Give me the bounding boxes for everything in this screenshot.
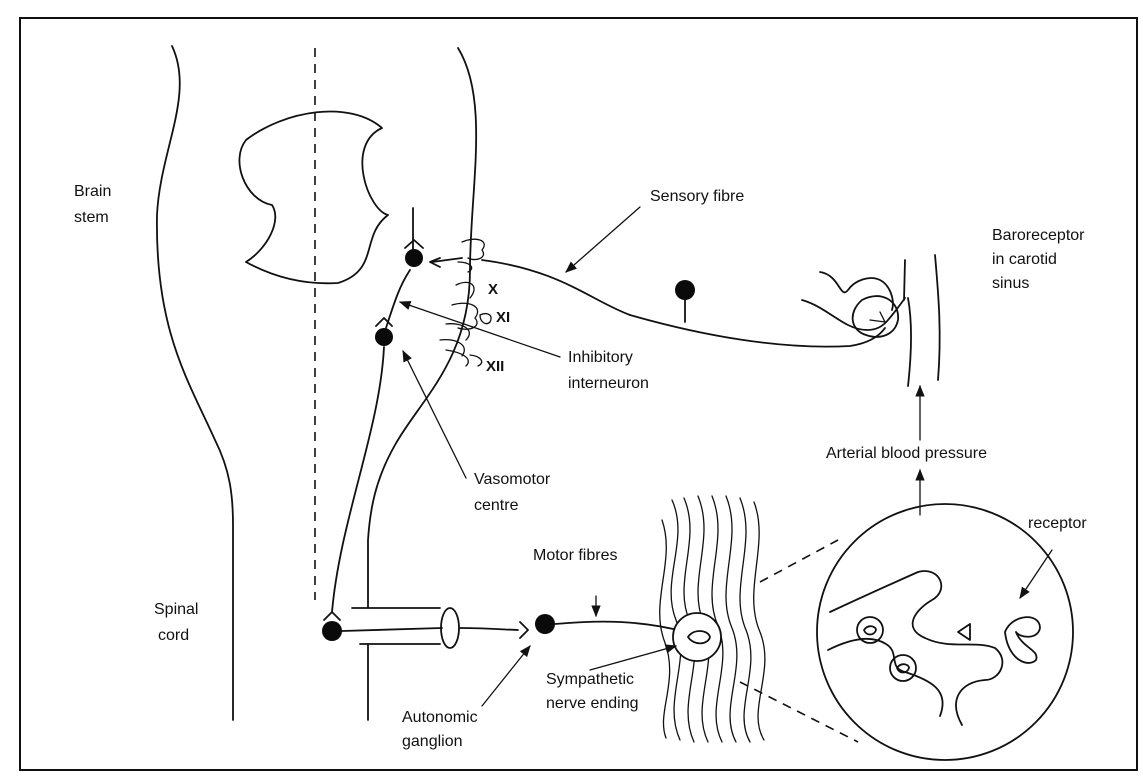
label-sympathetic-1: Sympathetic [546,671,634,688]
label-brain-stem-2: stem [74,209,109,226]
magnified-view [817,504,1073,760]
sensory-ganglion-neuron [675,280,695,300]
nerve-ending-bulb [673,613,721,661]
label-vasomotor-2: centre [474,497,519,514]
label-autonomic-2: ganglion [402,733,463,750]
cranial-nerve-roots [440,239,491,366]
label-nerve-xii: XII [486,358,504,375]
label-arterial-bp: Arterial blood pressure [826,445,987,462]
autonomic-ganglion-shape [441,608,459,648]
vasomotor-neuron [375,328,393,346]
label-nerve-xi: XI [496,309,510,326]
label-inhibitory-2: interneuron [568,375,649,392]
spinal-neuron [322,621,342,641]
postganglionic-neuron [535,614,555,634]
synapse-terminals [324,240,528,638]
brainstem-outline [157,46,476,720]
label-baroreceptor-3: sinus [992,275,1029,292]
magnified-receptor-detail [828,571,1040,725]
label-nerve-x: X [488,281,498,298]
zoom-line-top [760,540,838,582]
label-baroreceptor-2: in carotid [992,251,1057,268]
label-autonomic-1: Autonomic [402,709,478,726]
label-motor-fibres: Motor fibres [533,547,617,564]
label-vasomotor-1: Vasomotor [474,471,551,488]
label-sympathetic-2: nerve ending [546,695,639,712]
label-spinal-cord-2: cord [158,627,189,644]
neural-pathways [332,208,885,632]
label-spinal-cord-1: Spinal [154,601,198,618]
figure-frame [20,18,1137,770]
grey-matter [239,111,388,283]
label-sensory-fibre: Sensory fibre [650,188,744,205]
label-inhibitory-1: Inhibitory [568,349,633,366]
label-brain-stem-1: Brain [74,183,111,200]
carotid-sinus [802,255,940,386]
label-baroreceptor-1: Baroreceptor [992,227,1085,244]
sensory-nucleus-neuron [405,249,423,267]
label-receptor: receptor [1028,515,1087,532]
